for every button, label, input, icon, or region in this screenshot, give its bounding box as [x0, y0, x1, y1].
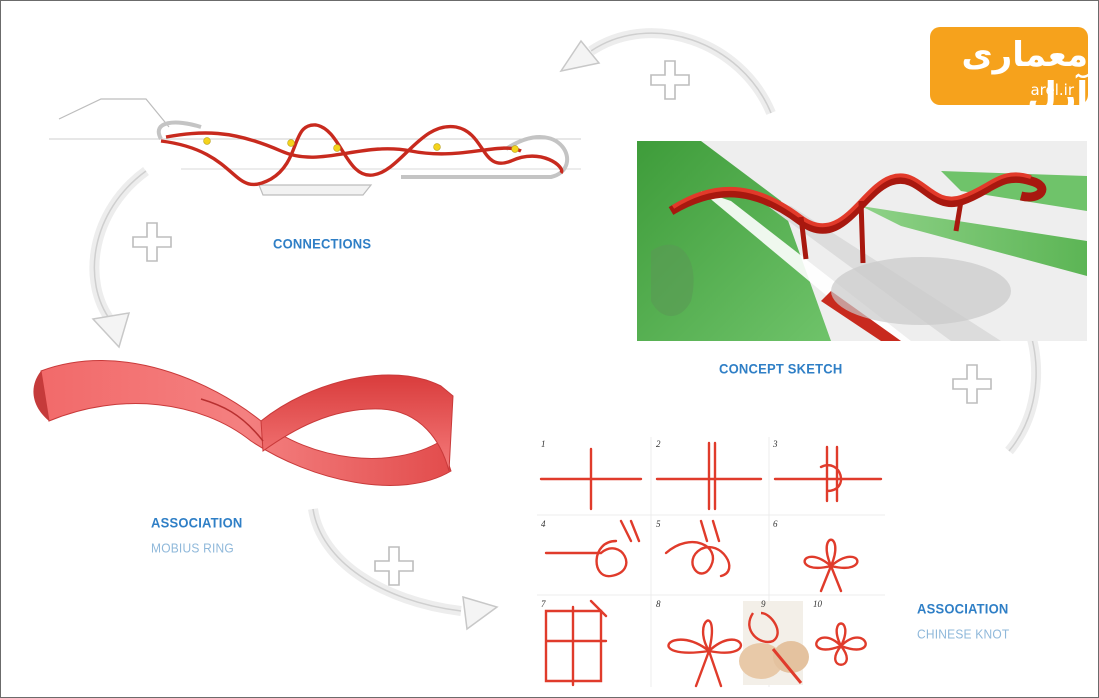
concept-sketch-image — [637, 141, 1087, 341]
step-number: 9 — [761, 599, 766, 609]
arrow-icon — [93, 313, 129, 347]
mobius-ring-label: MOBIUS RING — [151, 540, 234, 555]
plus-icon — [133, 223, 171, 261]
chinese-knot-label: CHINESE KNOT — [917, 626, 1009, 641]
step-number: 5 — [656, 519, 661, 529]
step-number: 1 — [541, 439, 546, 449]
step-number: 7 — [541, 599, 546, 609]
mobius-ring — [33, 361, 453, 486]
connections-label: CONNECTIONS — [273, 235, 371, 251]
hands-photo — [739, 601, 809, 685]
plus-icon — [651, 61, 689, 99]
logo-persian-text: معماری آرل — [946, 35, 1088, 115]
logo-domain-text: arel.ir — [1030, 81, 1074, 99]
concept-sketch-label: CONCEPT SKETCH — [719, 360, 842, 376]
site-logo: معماری آرل arel.ir — [930, 27, 1088, 105]
association-knot-label: ASSOCIATION — [917, 600, 1009, 616]
plus-icon — [375, 547, 413, 585]
association-mobius-label: ASSOCIATION — [151, 514, 243, 530]
step-number: 6 — [773, 519, 778, 529]
step-number: 3 — [772, 439, 778, 449]
chinese-knot-grid: 1 2 3 4 5 6 7 8 9 10 — [535, 435, 887, 689]
step-number: 2 — [656, 439, 661, 449]
step-number: 8 — [656, 599, 661, 609]
arrow-icon — [463, 597, 497, 629]
step-number: 4 — [541, 519, 546, 529]
step-number: 10 — [813, 599, 823, 609]
plus-icon — [953, 365, 991, 403]
cycle-arrow-left — [93, 171, 146, 347]
